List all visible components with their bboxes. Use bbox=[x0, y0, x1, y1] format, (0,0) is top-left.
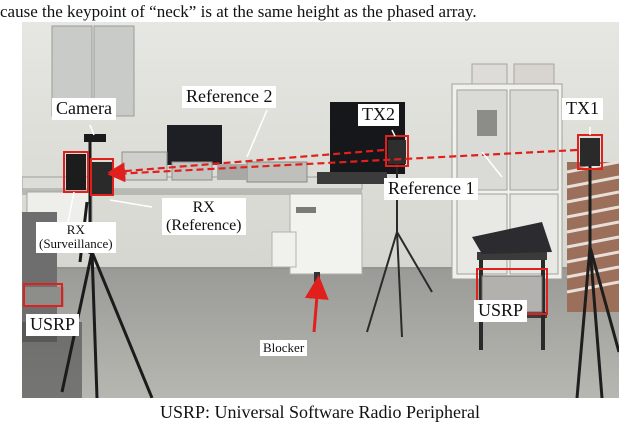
label-tx2: TX2 bbox=[358, 104, 399, 126]
rx-surveillance-line1: RX bbox=[66, 222, 85, 237]
label-blocker: Blocker bbox=[260, 340, 308, 357]
label-reference-2: Reference 2 bbox=[182, 86, 277, 108]
lab-scene bbox=[22, 22, 619, 398]
usrp-left-box bbox=[23, 283, 63, 307]
rx-reference-line2: (Reference) bbox=[166, 216, 242, 234]
label-reference-1: Reference 1 bbox=[384, 178, 479, 200]
label-tx1: TX1 bbox=[562, 98, 603, 120]
label-usrp-right: USRP bbox=[474, 300, 528, 322]
tx2-tripod bbox=[366, 162, 433, 338]
excerpt-text: cause the keypoint of “neck” is at the s… bbox=[0, 2, 477, 21]
rx-surveillance-box bbox=[63, 151, 89, 193]
rx-surveillance-line2: (Surveillance) bbox=[39, 236, 113, 252]
tx2-box bbox=[385, 135, 409, 167]
label-rx-reference: RX (Reference) bbox=[162, 198, 246, 236]
label-usrp-left: USRP bbox=[26, 314, 80, 336]
tx2-to-rx-path bbox=[107, 148, 385, 180]
blocker-arrow bbox=[304, 275, 329, 333]
signal-paths bbox=[107, 148, 578, 183]
figure-caption: USRP: Universal Software Radio Periphera… bbox=[160, 402, 480, 422]
pointer-lines bbox=[67, 109, 591, 223]
rx-reference-line1: RX bbox=[192, 199, 215, 216]
label-camera: Camera bbox=[52, 98, 116, 120]
label-rx-surveillance: RX (Surveillance) bbox=[36, 222, 116, 253]
lab-photo: Camera Reference 2 TX2 TX1 Reference 1 R… bbox=[22, 22, 619, 398]
instruments bbox=[121, 151, 387, 184]
tx1-tripod bbox=[575, 157, 619, 398]
tx1-to-rx-path bbox=[107, 148, 578, 183]
